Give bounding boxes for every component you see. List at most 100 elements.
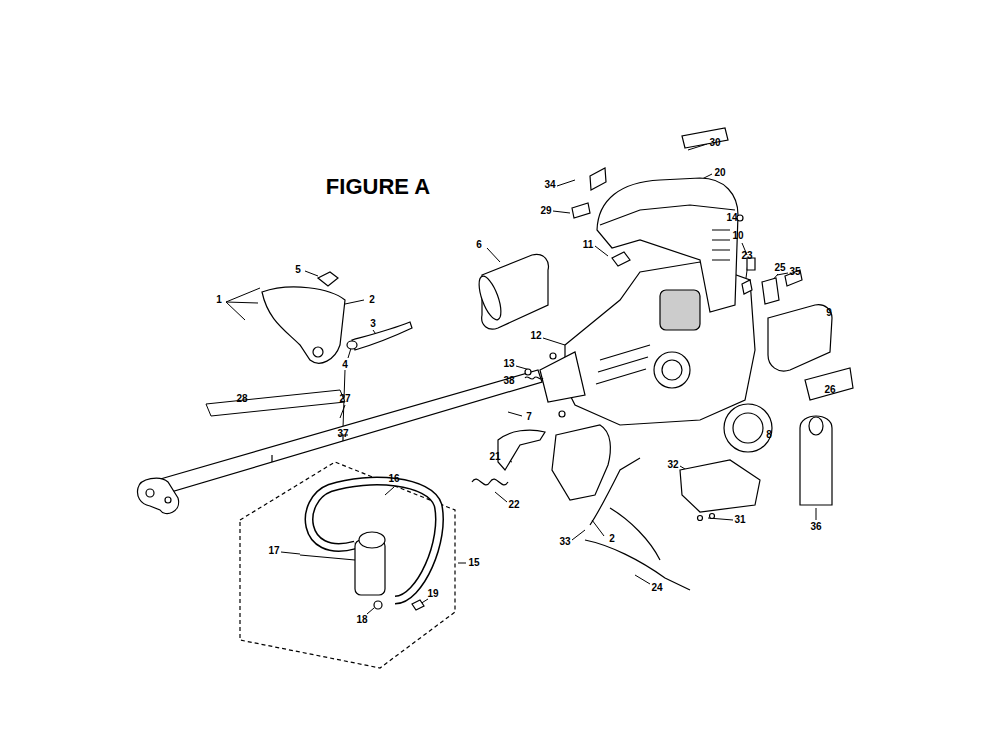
callout-number: 37 [336,428,349,440]
shaft-tube [271,455,272,462]
shaft-tube [150,370,542,497]
callout-number: 2 [368,294,376,306]
leader-lines [777,273,788,275]
engine-body [550,353,556,359]
figure-title: FIGURE A [326,174,430,200]
callout-number: 4 [341,359,349,371]
cables [610,508,660,560]
callout-number: 18 [355,614,368,626]
callout-number: 7 [525,411,533,423]
fuel-cap [724,404,772,452]
leader-lines [595,246,608,256]
engine-body [525,369,531,375]
callout-number: 20 [713,167,726,179]
carburetor-part [680,460,760,512]
leader-lines [226,288,260,302]
shaft-tube [165,497,171,503]
leader-lines [458,563,466,564]
assist-handle [374,601,382,609]
ignition-parts [762,278,779,304]
callout-number: 6 [475,239,483,251]
leader-lines [592,520,604,536]
shaft-tube [138,370,543,514]
leader-lines [495,492,507,502]
callout-number: 21 [488,451,501,463]
assist-handle [412,600,424,610]
callout-number: 30 [708,137,721,149]
callout-number: 12 [529,330,542,342]
shield-part [313,347,323,357]
engine-body [540,352,585,402]
strap-tag [800,416,832,505]
assist-handle [300,555,355,560]
assist-handle [309,481,439,600]
grip-sleeve [475,274,506,323]
engine-body [654,352,690,388]
engine-body [559,411,565,417]
engine-body [525,377,543,379]
shield-part [347,341,357,349]
engine-cover [572,203,590,218]
leader-lines [487,248,500,262]
cables [590,458,640,525]
callout-number: 34 [543,179,556,191]
cables [585,458,690,590]
leader-lines [508,412,522,416]
shield-part [262,287,345,363]
engine-body [660,290,700,330]
guard-part [472,425,610,500]
shield-part [262,272,412,441]
fuel-cap [724,404,772,452]
callout-number: 11 [582,239,595,251]
callout-number: 22 [507,499,520,511]
assist-handle [240,462,455,668]
shaft-tube [138,478,179,513]
callout-number: 14 [725,212,738,224]
sticker [206,390,345,416]
callout-number: 8 [765,429,773,441]
callout-number: 9 [825,307,833,319]
callout-number: 26 [823,384,836,396]
callout-number: 10 [731,230,744,242]
engine-cover [737,215,743,221]
carburetor-part [710,514,715,519]
callout-number: 23 [740,250,753,262]
air-filter-cover [768,305,853,400]
leader-lines [367,608,374,614]
leader-lines [385,487,394,495]
engine-cover [590,168,606,190]
guard-part [552,425,610,500]
callout-number: 19 [426,588,439,600]
callout-number: 31 [733,514,746,526]
engine-body [596,345,650,384]
assist-handle [359,532,385,548]
callout-number: 33 [558,536,571,548]
grip-sleeve [475,254,549,329]
callout-number: 13 [502,358,515,370]
callout-number: 15 [467,557,480,569]
ignition-parts [612,252,802,304]
callout-number: 35 [788,266,801,278]
fuel-cap [733,413,763,443]
callout-number: 32 [666,459,679,471]
leader-lines [305,271,318,276]
air-filter-cover [768,305,832,371]
leader-lines [226,302,245,320]
ignition-parts [742,280,752,294]
strap-tag [800,416,832,505]
strap-tag [809,417,823,435]
leader-lines [345,300,364,304]
carburetor-part [680,460,760,521]
callout-number: 2 [608,533,616,545]
leader-lines [226,302,258,303]
engine-cover [572,128,743,312]
leader-lines [340,405,345,418]
leader-lines [281,552,300,554]
leader-lines [635,575,650,584]
leader-lines [816,508,817,520]
leader-lines [572,530,585,540]
callout-number: 24 [650,582,663,594]
callout-number: 36 [809,521,822,533]
cables [585,540,690,590]
